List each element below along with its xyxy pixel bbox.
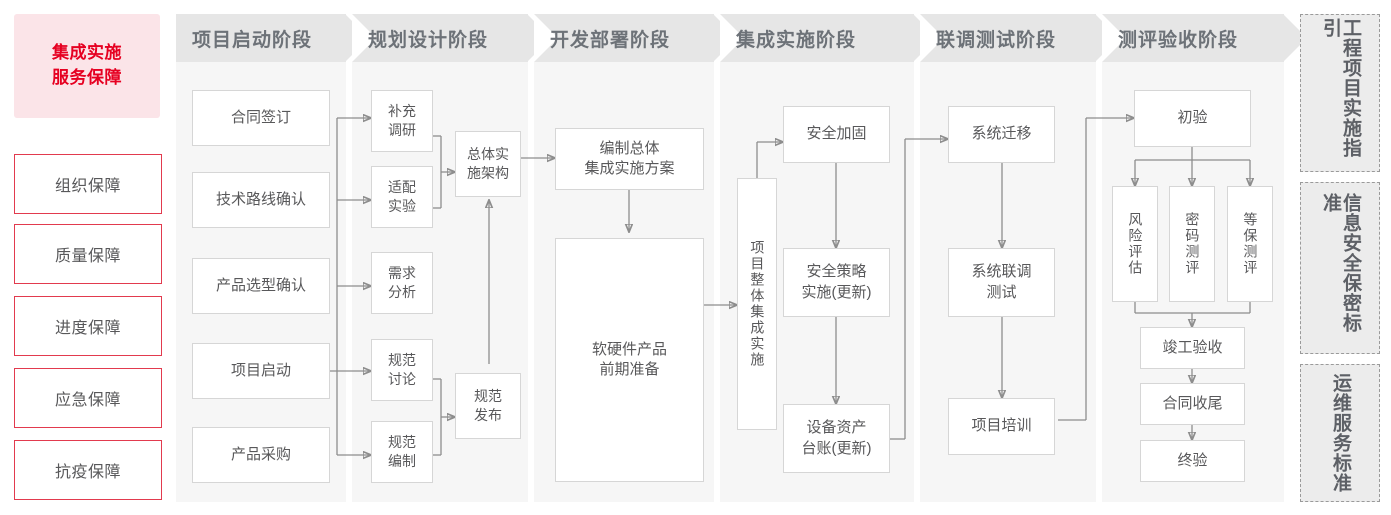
node-final-acceptance[interactable]: 终验 (1140, 440, 1245, 482)
node-completion-acceptance[interactable]: 竣工验收 (1140, 327, 1245, 369)
node-standard-discussion[interactable]: 规范讨论 (371, 339, 433, 401)
node-hardware-software-preparation[interactable]: 软硬件产品前期准备 (555, 238, 704, 482)
sidebar-title-line1: 集成实施 (52, 43, 122, 63)
sidebar-title-line2: 服务保障 (52, 68, 122, 87)
guideline-information-security[interactable]: 信息安全保密标准 (1300, 182, 1380, 354)
node-crypto-evaluation[interactable]: 密码测评 (1169, 186, 1215, 302)
node-product-selection[interactable]: 产品选型确认 (192, 258, 330, 314)
node-compile-overall-plan[interactable]: 编制总体集成实施方案 (555, 128, 704, 190)
node-contract-signing[interactable]: 合同签订 (192, 90, 330, 146)
node-tech-route-confirm[interactable]: 技术路线确认 (192, 172, 330, 228)
node-system-joint-test[interactable]: 系统联调测试 (948, 248, 1055, 317)
node-mlps-evaluation[interactable]: 等保测评 (1227, 186, 1273, 302)
node-supplementary-research[interactable]: 补充调研 (371, 90, 433, 152)
node-overall-implementation-architecture[interactable]: 总体实施架构 (455, 131, 521, 197)
node-requirement-analysis[interactable]: 需求分析 (371, 252, 433, 314)
phase-header-label-4: 集成实施阶段 (736, 29, 857, 51)
guideline-label-2: 信息安全保密标准 (1320, 193, 1361, 333)
phase-header-label-3: 开发部署阶段 (550, 29, 671, 51)
node-asset-ledger-update[interactable]: 设备资产台账(更新) (783, 404, 890, 473)
node-project-training[interactable]: 项目培训 (948, 398, 1055, 455)
phase-header-label-6: 测评验收阶段 (1118, 29, 1239, 51)
sidebar-item-emergency[interactable]: 应急保障 (14, 368, 162, 428)
phase-header-1: 项目启动阶段 (176, 14, 369, 62)
node-overall-project-integration[interactable]: 项目整体集成实施 (737, 178, 777, 430)
sidebar-item-quality[interactable]: 质量保障 (14, 224, 162, 284)
node-risk-assessment[interactable]: 风险评估 (1112, 186, 1158, 302)
node-adaptation-test[interactable]: 适配实验 (371, 166, 433, 228)
sidebar-item-organization[interactable]: 组织保障 (14, 154, 162, 214)
phase-header-3: 开发部署阶段 (534, 14, 737, 62)
sidebar-item-schedule[interactable]: 进度保障 (14, 296, 162, 356)
phase-header-6: 测评验收阶段 (1102, 14, 1307, 62)
node-system-migration[interactable]: 系统迁移 (948, 106, 1055, 163)
sidebar-item-epidemic[interactable]: 抗疫保障 (14, 440, 162, 500)
node-product-purchase[interactable]: 产品采购 (192, 427, 330, 483)
node-contract-closeout[interactable]: 合同收尾 (1140, 383, 1245, 425)
phase-header-2: 规划设计阶段 (352, 14, 551, 62)
phase-header-label-2: 规划设计阶段 (368, 29, 489, 51)
node-standard-drafting[interactable]: 规范编制 (371, 421, 433, 483)
node-project-kickoff[interactable]: 项目启动 (192, 343, 330, 399)
node-standard-release[interactable]: 规范发布 (455, 373, 521, 439)
phase-header-5: 联调测试阶段 (920, 14, 1119, 62)
guideline-label-1: 工程项目实施指引 (1320, 18, 1361, 158)
phase-header-label-5: 联调测试阶段 (936, 29, 1057, 51)
guideline-om-service[interactable]: 运维服务标准 (1300, 364, 1380, 502)
node-security-policy-implementation[interactable]: 安全策略实施(更新) (783, 248, 890, 317)
node-preliminary-acceptance[interactable]: 初验 (1134, 90, 1251, 147)
guideline-label-3: 运维服务标准 (1329, 373, 1351, 493)
sidebar-title: 集成实施 服务保障 (14, 14, 160, 118)
guideline-engineering-project[interactable]: 工程项目实施指引 (1300, 14, 1380, 172)
node-security-hardening[interactable]: 安全加固 (783, 106, 890, 163)
phase-header-label-1: 项目启动阶段 (192, 29, 313, 51)
phase-header-4: 集成实施阶段 (720, 14, 937, 62)
